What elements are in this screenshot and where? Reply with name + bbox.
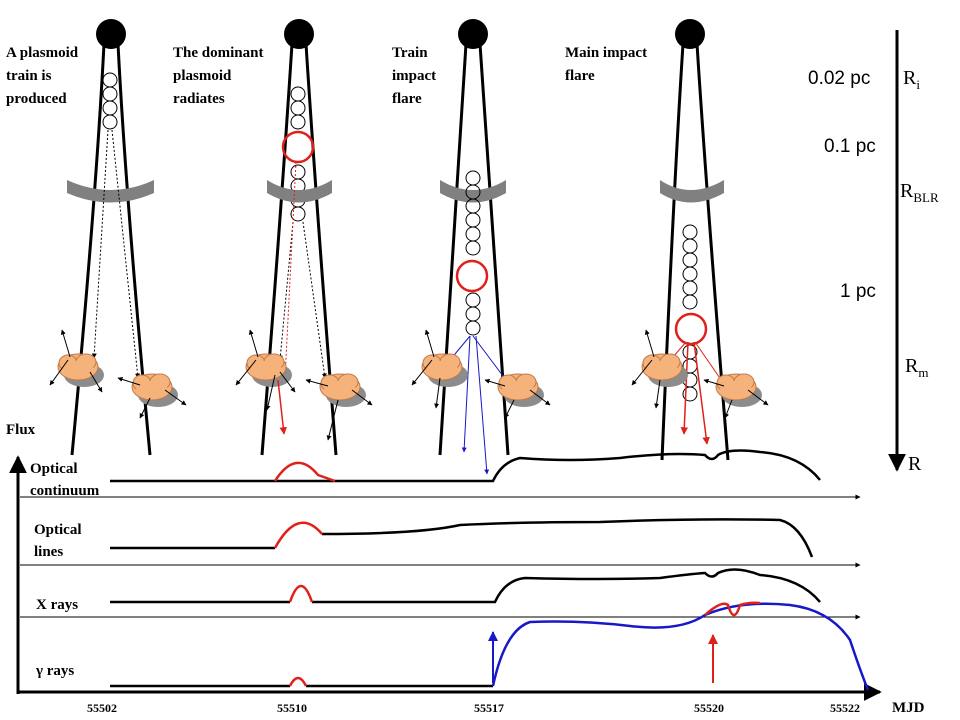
cloud-left bbox=[421, 353, 469, 388]
reflection-arrows bbox=[411, 329, 551, 419]
dominant-plasmoid bbox=[455, 259, 489, 293]
reflection-arrows bbox=[631, 329, 769, 419]
dominant-plasmoid bbox=[281, 130, 315, 164]
cloud-left bbox=[641, 353, 689, 388]
band-baselines bbox=[20, 494, 861, 620]
flare-gamma-main bbox=[704, 601, 761, 617]
curve-optical-lines bbox=[110, 518, 814, 558]
curve-x-rays bbox=[110, 568, 821, 604]
radius-ri: Ri bbox=[903, 67, 920, 92]
panel-1-caption: A plasmoid train is produced bbox=[6, 45, 82, 107]
panel-2-dominant-plasmoid-radiates: The dominant plasmoid radiates bbox=[173, 19, 373, 456]
ray bbox=[111, 129, 141, 379]
tick-55520: 55520 bbox=[694, 701, 724, 715]
radius-rm: Rm bbox=[905, 355, 928, 380]
scale-label-1pc: 1 pc bbox=[840, 281, 876, 302]
radius-rblr: RBLR bbox=[900, 180, 939, 205]
band-label-gamma-rays: γ rays bbox=[35, 663, 74, 679]
red-arrow bbox=[277, 379, 287, 435]
ray bbox=[302, 221, 327, 379]
scale-label-0-1pc: 0.1 pc bbox=[824, 136, 876, 157]
cloud-left bbox=[57, 353, 105, 388]
cloud-left bbox=[245, 353, 293, 388]
curve-optical-continuum bbox=[110, 449, 821, 483]
blr-band bbox=[660, 180, 724, 203]
tick-55522: 55522 bbox=[830, 701, 860, 715]
flux-label: Flux bbox=[6, 422, 36, 438]
band-label-optical-lines: Optical lines bbox=[34, 522, 85, 560]
reflection-arrows bbox=[49, 329, 187, 419]
panel-4-main-impact-flare: Main impact flare bbox=[565, 19, 769, 461]
band-label-optical-continuum: Optical continuum bbox=[30, 461, 100, 499]
light-curves: Flux MJD Optical continuum Optical lines… bbox=[6, 422, 925, 716]
blr-band bbox=[67, 180, 154, 203]
flare-gamma-small bbox=[288, 676, 308, 687]
dominant-plasmoid bbox=[674, 312, 708, 346]
jet-cone bbox=[438, 43, 510, 456]
jet-cone bbox=[660, 43, 730, 461]
cloud-right bbox=[131, 373, 179, 408]
panel-3-train-impact-flare: Train impact flare bbox=[392, 19, 551, 475]
tick-55517: 55517 bbox=[474, 701, 504, 715]
plasmoid-train bbox=[465, 170, 481, 336]
radius-r: R bbox=[908, 453, 922, 475]
panel-3-caption: Train impact flare bbox=[392, 45, 440, 107]
tick-55510: 55510 bbox=[277, 701, 307, 715]
reflection-arrows bbox=[235, 329, 373, 441]
black-hole bbox=[96, 19, 126, 49]
tick-55502: 55502 bbox=[87, 701, 117, 715]
red-ray bbox=[282, 161, 297, 379]
plasmoid-train bbox=[102, 72, 118, 130]
flare-optical-continuum bbox=[273, 461, 336, 483]
band-label-x-rays: X rays bbox=[36, 597, 78, 613]
blr-band bbox=[267, 180, 332, 203]
flare-x-rays bbox=[288, 584, 314, 603]
distance-scale: 0.02 pc 0.1 pc 1 pc Ri RBLR Rm R bbox=[808, 30, 939, 475]
black-hole bbox=[675, 19, 705, 49]
cloud-right bbox=[319, 373, 367, 408]
scale-label-0-02pc: 0.02 pc bbox=[808, 68, 870, 89]
panel-2-caption: The dominant plasmoid radiates bbox=[173, 45, 267, 107]
ray bbox=[277, 221, 294, 361]
mjd-label: MJD bbox=[892, 700, 925, 716]
black-hole bbox=[458, 19, 488, 49]
curve-gamma-rays bbox=[491, 602, 870, 691]
flare-optical-lines bbox=[273, 521, 323, 549]
blr-band bbox=[440, 180, 506, 203]
black-hole bbox=[284, 19, 314, 49]
panel-1-plasmoid-train-produced: A plasmoid train is produced bbox=[6, 19, 187, 456]
panel-4-caption: Main impact flare bbox=[565, 45, 651, 84]
